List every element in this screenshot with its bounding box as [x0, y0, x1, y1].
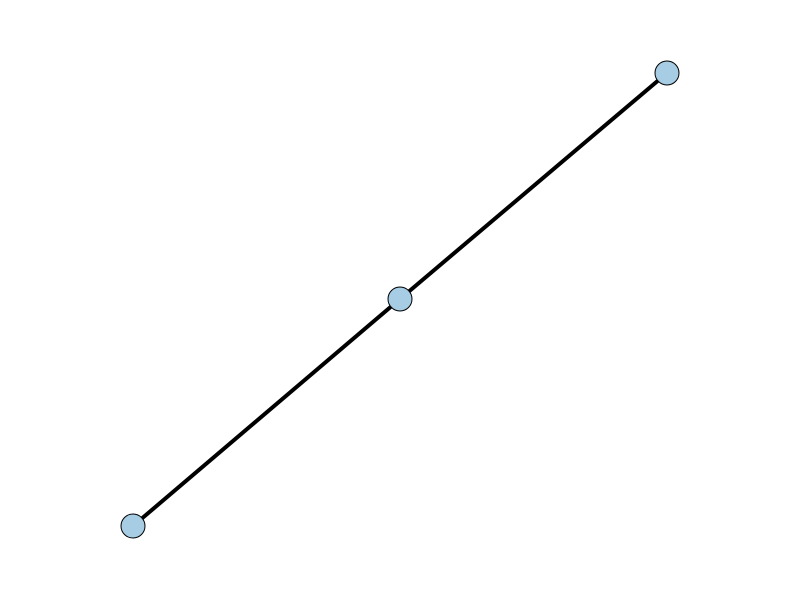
node-n2 [654, 60, 680, 86]
node-layer [120, 60, 680, 539]
edge-layer [131, 71, 669, 528]
node-n0 [120, 513, 146, 539]
node-n1 [387, 286, 413, 312]
edge-n0-n1 [131, 297, 402, 528]
edge-n1-n2 [398, 71, 669, 301]
